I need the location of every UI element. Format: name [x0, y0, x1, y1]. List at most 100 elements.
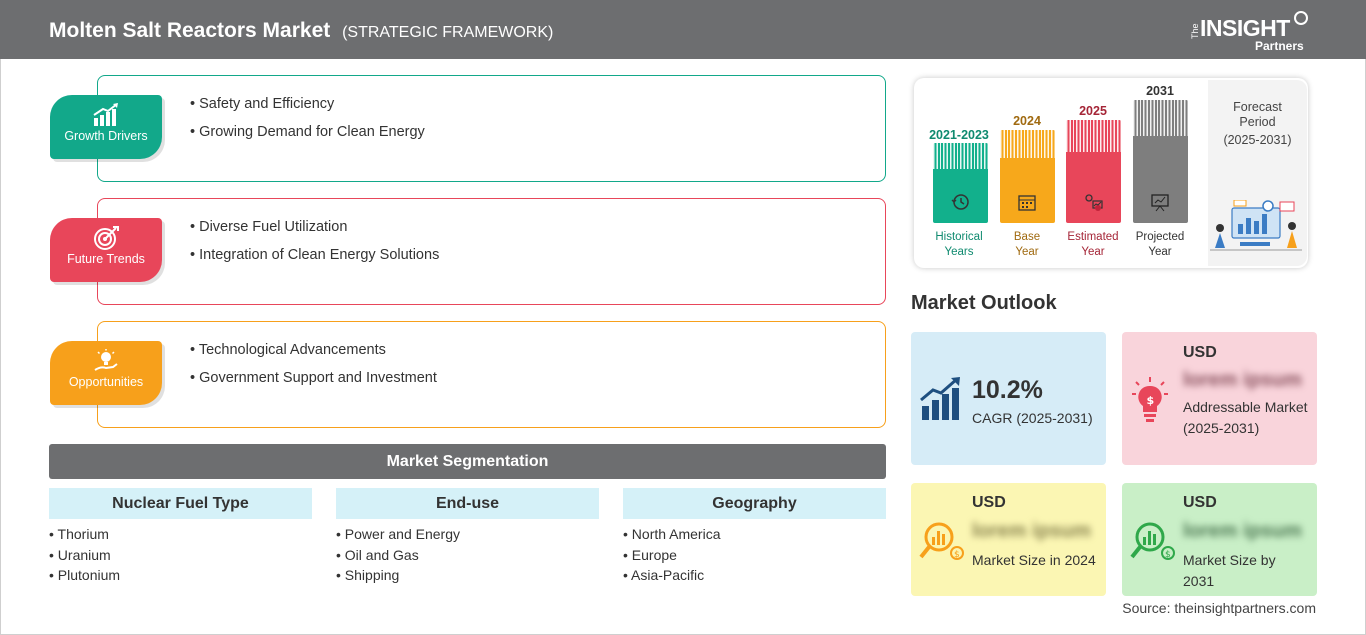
caption-line: Year [1148, 245, 1172, 258]
growth-chart-icon [920, 377, 960, 420]
segmentation-header: Market Segmentation [49, 444, 886, 479]
segment-column-end-use: End-use Power and Energy Oil and Gas Shi… [336, 488, 599, 588]
future-trends-box: Diverse Fuel Utilization Integration of … [97, 198, 886, 305]
addressable-usd: USD [1183, 344, 1217, 361]
segment-column-fuel-type: Nuclear Fuel Type Thorium Uranium Pluton… [49, 488, 312, 588]
logo-partners-text: Partners [1255, 39, 1304, 53]
size-2031-usd: USD [1183, 494, 1217, 511]
bar-stripes [1000, 130, 1055, 158]
logo-ring-icon [1294, 11, 1308, 25]
insight-partners-logo[interactable]: The INSIGHT Partners [1190, 9, 1315, 55]
magnifier-growth-icon: $ [1130, 522, 1175, 560]
page-subtitle: (STRATEGIC FRAMEWORK) [342, 24, 554, 41]
svg-text:$: $ [954, 550, 960, 560]
bar-historical [933, 143, 988, 223]
market-outlook-title: Market Outlook [911, 292, 1057, 314]
caption-line: Projected [1135, 231, 1185, 243]
caption-line: Year [1015, 245, 1039, 258]
bar-stripes [1133, 100, 1188, 136]
bar-estimated [1066, 120, 1121, 223]
presentation-icon [1151, 194, 1169, 212]
forecast-range: (2025-2031) [1223, 133, 1292, 147]
logo-the-text: The [1190, 23, 1200, 39]
segment-item: Shipping [336, 567, 599, 588]
cagr-value: 10.2% [972, 376, 1043, 404]
opportunities-box: Technological Advancements Government Su… [97, 321, 886, 428]
magnifier-coins-icon: $ [919, 522, 964, 560]
future-trends-label: Future Trends [67, 252, 145, 266]
bar-growth-icon [93, 103, 118, 126]
bar-caption-historical: Historical Years [919, 230, 999, 259]
segment-item: Europe [623, 547, 886, 568]
page-title-main: Molten Salt Reactors Market [49, 19, 331, 42]
bar-caption-projected: Projected Year [1120, 230, 1200, 259]
history-clock-icon [951, 194, 969, 210]
growth-drivers-box: Safety and Efficiency Growing Demand for… [97, 75, 886, 182]
caption-line: Years [944, 245, 974, 258]
future-trend-item: Integration of Clean Energy Solutions [190, 247, 439, 275]
caption-line: Base [1013, 231, 1041, 243]
segment-item: Oil and Gas [336, 547, 599, 568]
forecast-period-label: Period [1239, 115, 1276, 129]
caption-line: Historical [935, 231, 983, 243]
forecast-label: Forecast [1233, 100, 1282, 114]
bar-year-projected: 2031 [1146, 84, 1174, 98]
caption-line: Year [1081, 245, 1105, 258]
bar-base [1000, 130, 1055, 223]
caption-line: Estimated [1067, 231, 1119, 243]
bar-stripes [1066, 120, 1121, 152]
bar-year-base: 2024 [1013, 114, 1041, 128]
size-2024-label: Market Size in 2024 [972, 552, 1096, 568]
bar-caption-estimated: Estimated Year [1053, 230, 1133, 259]
segment-head: Nuclear Fuel Type [49, 488, 312, 519]
market-size-2031-card: USD lorem ipsum $ Market Size by 2031 [1122, 483, 1317, 596]
lightbulb-dollar-icon: $ [1132, 377, 1168, 422]
future-trends-pill: Future Trends [50, 218, 162, 282]
cagr-label: CAGR (2025-2031) [972, 410, 1093, 426]
addressable-label: Addressable Market (2025-2031) [1183, 399, 1308, 436]
future-trend-item: Diverse Fuel Utilization [190, 219, 439, 247]
segment-head: End-use [336, 488, 599, 519]
growth-driver-item: Safety and Efficiency [190, 96, 425, 124]
svg-text:$: $ [1165, 550, 1171, 560]
page-title: Molten Salt Reactors Market (STRATEGIC F… [49, 19, 553, 43]
bar-stripes [933, 143, 988, 169]
growth-drivers-label: Growth Drivers [64, 129, 148, 143]
size-2031-label: Market Size by 2031 [1183, 552, 1276, 589]
lightbulb-hand-icon [94, 349, 118, 371]
analytics-people-icon [1210, 200, 1302, 251]
size-2024-value: lorem ipsum [972, 520, 1091, 542]
market-size-2024-card: USD lorem ipsum $ Market Size in 2024 [911, 483, 1106, 596]
segment-item: North America [623, 526, 886, 547]
bar-projected [1133, 100, 1188, 223]
segment-item: Thorium [49, 526, 312, 547]
growth-driver-item: Growing Demand for Clean Energy [190, 124, 425, 152]
target-icon [94, 226, 119, 250]
header-bar: Molten Salt Reactors Market (STRATEGIC F… [0, 0, 1366, 59]
calendar-icon [1018, 195, 1036, 211]
bar-year-estimated: 2025 [1079, 104, 1107, 118]
segment-column-geography: Geography North America Europe Asia-Paci… [623, 488, 886, 588]
logo-insight-text: INSIGHT [1200, 15, 1290, 41]
svg-text:$: $ [1147, 394, 1155, 407]
cagr-card: 10.2% CAGR (2025-2031) [911, 332, 1106, 465]
opportunity-item: Technological Advancements [190, 342, 437, 370]
opportunities-pill: Opportunities [50, 341, 162, 405]
bar-caption-base: Base Year [987, 230, 1067, 259]
size-2031-value: lorem ipsum [1183, 520, 1302, 542]
segment-head: Geography [623, 488, 886, 519]
opportunity-item: Government Support and Investment [190, 370, 437, 398]
source-credit[interactable]: Source: theinsightpartners.com [1122, 600, 1316, 616]
forecast-period-panel: Forecast Period (2025-2031) [1208, 80, 1307, 266]
opportunities-label: Opportunities [68, 375, 144, 389]
gears-chart-icon [1085, 194, 1103, 211]
addressable-market-card: USD lorem ipsum $ Addressable Market (20… [1122, 332, 1317, 465]
bar-year-historical: 2021-2023 [929, 128, 989, 142]
segment-item: Plutonium [49, 567, 312, 588]
size-2024-usd: USD [972, 494, 1006, 511]
segment-item: Uranium [49, 547, 312, 568]
segment-item: Asia-Pacific [623, 567, 886, 588]
addressable-value: lorem ipsum [1183, 369, 1302, 391]
segment-item: Power and Energy [336, 526, 599, 547]
growth-drivers-pill: Growth Drivers [50, 95, 162, 159]
